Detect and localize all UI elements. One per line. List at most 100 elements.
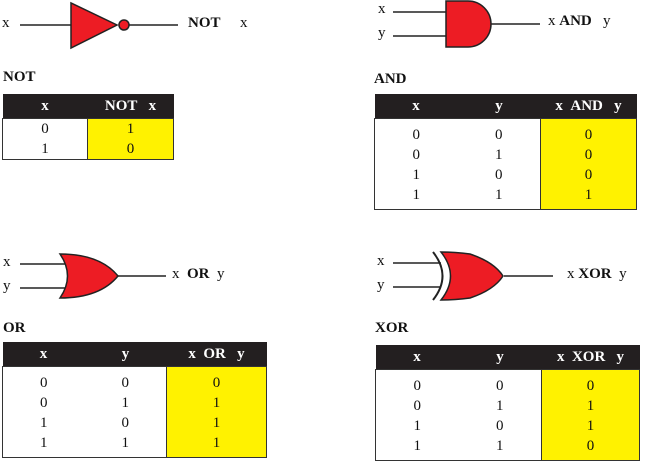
cell: 0	[412, 147, 421, 163]
cell: 0	[495, 127, 503, 143]
result-cell: 1	[541, 396, 640, 416]
header-x-xor-y: x XOR y	[541, 345, 640, 370]
table-row: 0 0 0	[3, 366, 267, 393]
cell: 1	[495, 187, 503, 203]
and-title: AND	[374, 71, 407, 87]
or-gate-icon	[20, 253, 166, 299]
cell	[375, 205, 458, 210]
not-output-arg: x	[240, 15, 248, 31]
and-gate-icon	[393, 0, 540, 48]
result-cell: 1	[87, 118, 174, 139]
result-cell	[541, 456, 640, 461]
result-cell	[166, 453, 267, 458]
cell	[85, 453, 167, 458]
result-cell: 0	[87, 139, 174, 160]
result-cell: 0	[541, 369, 640, 396]
cell	[376, 456, 459, 461]
cell	[3, 453, 85, 458]
xor-gate-icon	[393, 251, 553, 301]
result-cell: 1	[541, 416, 640, 436]
cell: 0	[121, 415, 130, 431]
not-input-label: x	[2, 15, 10, 31]
xor-input-y: y	[377, 277, 385, 293]
table-row: 0 1 1	[376, 396, 640, 416]
header-x-and-y: x AND y	[540, 94, 637, 119]
cell: 0	[495, 167, 503, 183]
cell: 0	[496, 378, 504, 394]
header-not-x: NOT x	[87, 94, 174, 119]
cell: 1	[495, 147, 503, 163]
result-cell: 0	[540, 118, 637, 145]
cell: 1	[496, 398, 504, 414]
cell: 1	[40, 415, 48, 431]
cell: 0	[412, 127, 421, 143]
cell: 0	[413, 378, 422, 394]
cell: 0	[40, 375, 48, 391]
cell: 1	[496, 438, 504, 454]
result-cell: 1	[540, 185, 637, 205]
or-input-x: x	[3, 254, 11, 270]
table-row: 1 1 1	[375, 185, 637, 205]
not-title: NOT	[3, 69, 36, 85]
cell	[458, 205, 541, 210]
result-cell: 1	[166, 433, 267, 453]
not-gate-icon	[20, 1, 178, 50]
cell: 1	[121, 395, 130, 411]
and-input-y: y	[378, 25, 386, 41]
cell: 0	[41, 121, 49, 137]
table-padding-row	[3, 453, 267, 458]
header-x: x	[374, 94, 458, 119]
cell: 0	[413, 398, 422, 414]
result-cell: 0	[540, 145, 637, 165]
or-output-label: x OR y	[172, 266, 225, 282]
header-y: y	[457, 94, 541, 119]
cell: 1	[40, 435, 48, 451]
header-x: x	[2, 342, 85, 367]
cell: 1	[412, 187, 421, 203]
and-input-x: x	[378, 1, 386, 17]
table-row: 0 0 0	[375, 118, 637, 145]
table-row: 0 1 0	[375, 145, 637, 165]
result-cell: 1	[166, 393, 267, 413]
table-row: 0 1 1	[3, 393, 267, 413]
table-row: 1 0 1	[376, 416, 640, 436]
table-row: 1 1 1	[3, 433, 267, 453]
result-cell: 0	[166, 366, 267, 393]
header-y: y	[84, 342, 167, 367]
cell: 0	[496, 418, 504, 434]
header-x-or-y: x OR y	[166, 342, 267, 367]
cell: 0	[40, 395, 48, 411]
cell	[459, 456, 542, 461]
header-x: x	[2, 94, 88, 119]
table-row: 1 1 0	[376, 436, 640, 456]
table-padding-row	[376, 456, 640, 461]
result-cell: 1	[166, 413, 267, 433]
table-row: 0 0 0	[376, 369, 640, 396]
or-input-y: y	[3, 278, 11, 294]
header-x: x	[375, 345, 459, 370]
result-cell	[540, 205, 637, 210]
cell: 0	[121, 375, 130, 391]
result-cell: 0	[540, 165, 637, 185]
not-output-op: NOT	[188, 15, 221, 31]
result-cell: 0	[541, 436, 640, 456]
cell: 1	[41, 141, 49, 157]
table-padding-row	[375, 205, 637, 210]
cell: 1	[413, 418, 422, 434]
table-row: 1 0 1	[3, 413, 267, 433]
xor-output-label: x XOR y	[567, 266, 627, 282]
header-y: y	[458, 345, 542, 370]
xor-title: XOR	[375, 320, 409, 336]
or-title: OR	[3, 320, 26, 336]
cell: 1	[121, 435, 130, 451]
and-output-label: x AND y	[548, 13, 611, 29]
cell: 1	[413, 438, 422, 454]
